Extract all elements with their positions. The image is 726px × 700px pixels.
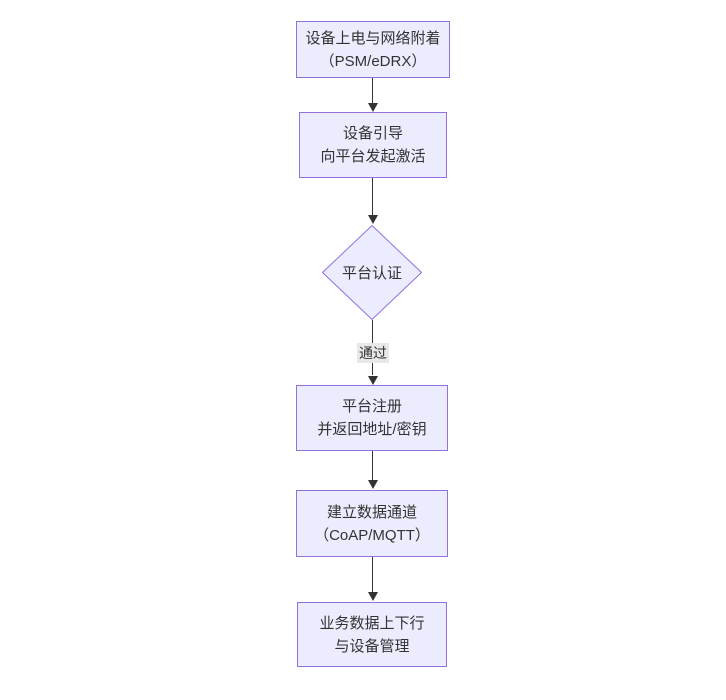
node-text-line: 向平台发起激活 [320, 148, 426, 165]
node-text-line: 业务数据上下行 [319, 614, 425, 632]
flow-node-channel: 建立数据通道 （CoAP/MQTT） [296, 490, 448, 557]
arrow-down-icon [368, 103, 378, 112]
edge-channel-business [372, 557, 373, 593]
arrow-down-icon [368, 215, 378, 224]
flow-node-attach: 设备上电与网络附着 （PSM/eDRX） [296, 21, 450, 78]
node-text-line: 与设备管理 [334, 637, 410, 655]
diamond-shape [322, 225, 422, 320]
node-text-line: 平台注册 [341, 398, 402, 415]
node-text-line: 平台认证 [341, 265, 402, 282]
node-text-line: 建立数据通道 [326, 503, 417, 521]
flow-node-business: 业务数据上下行 与设备管理 [297, 602, 447, 667]
node-text-line: 设备引导 [342, 125, 403, 142]
edge-register-channel [372, 451, 373, 481]
edge-attach-bootstrap [372, 78, 373, 104]
node-text-line: 并返回地址/密钥 [317, 421, 427, 438]
node-text-line: 设备上电与网络附着 [305, 29, 441, 47]
arrow-down-icon [368, 480, 378, 489]
flow-decision-auth: 平台认证 [322, 225, 422, 320]
arrow-down-icon [368, 592, 378, 601]
flow-node-bootstrap: 设备引导 向平台发起激活 [299, 112, 447, 178]
flow-node-register: 平台注册 并返回地址/密钥 [296, 385, 448, 451]
node-text-line: （CoAP/MQTT） [314, 526, 430, 544]
arrow-down-icon [368, 376, 378, 385]
edge-label-pass: 通过 [357, 343, 389, 363]
edge-bootstrap-auth [372, 178, 373, 216]
node-text-line: （PSM/eDRX） [319, 52, 427, 70]
